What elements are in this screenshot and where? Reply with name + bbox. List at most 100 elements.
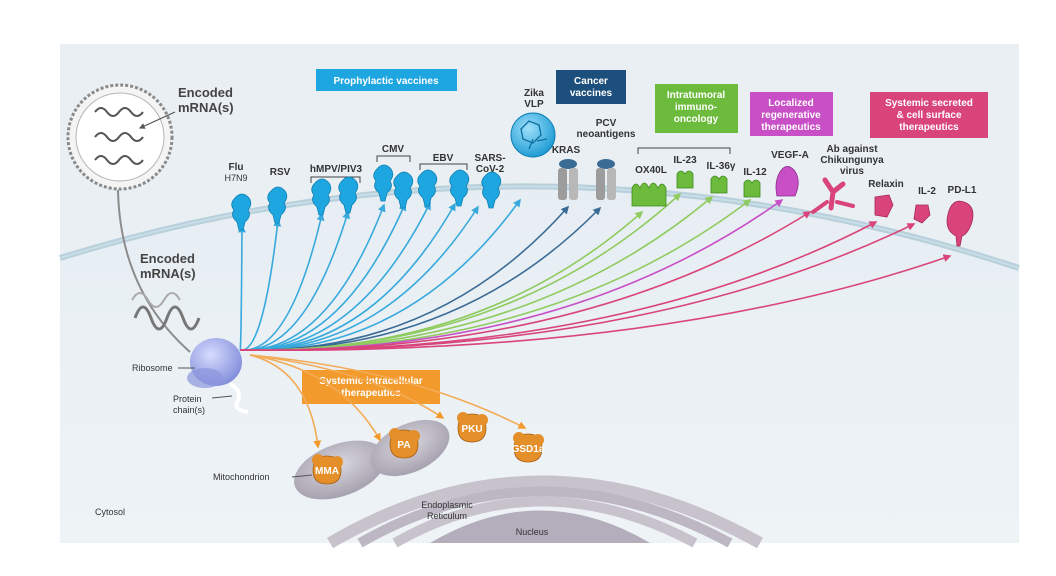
lnp-virus-particle (66, 83, 174, 191)
protein-ab-against-chikungunya-virus (811, 177, 855, 214)
arrow-il-2 (239, 223, 916, 351)
enzyme-label-mma: MMA (315, 466, 339, 477)
cmv-protein-1 (373, 164, 394, 202)
arrow-gsd1a (249, 354, 527, 429)
protein-label-flu: Flu (229, 162, 244, 173)
bracket-immuno (637, 147, 731, 154)
enzyme-pku (457, 412, 488, 443)
arrow-mma (249, 354, 322, 449)
protein-il-36 (710, 175, 728, 194)
protein-label-vegf-a: VEGF-A (771, 150, 809, 161)
bracket-hmpv: hMPV/PIV3 (310, 164, 363, 183)
protein-ox40l (631, 182, 667, 207)
bracket-ebv-label: EBV (433, 153, 454, 164)
protein-rsv (267, 186, 288, 224)
arrow-pa (249, 354, 381, 442)
virus-pointer (138, 111, 176, 129)
protein-il-12 (743, 179, 761, 198)
protein-pd-l1 (946, 200, 974, 247)
category-immuno-box (655, 84, 738, 133)
ribosome (187, 338, 242, 388)
cmv-protein-2 (393, 171, 414, 209)
hmpv-protein-2 (338, 176, 359, 214)
enzyme-label-gsd1a: GSD1a (512, 444, 545, 455)
protein-relaxin (874, 194, 894, 218)
intracellular-targets: MMA PA PKU GSD1a (249, 354, 545, 485)
protein-label-il-36: IL-36γ (707, 161, 736, 172)
cytosol-label: Cytosol (95, 507, 125, 517)
mrna-entry-path (117, 189, 191, 353)
protein-pcv-neoantigens (596, 159, 616, 200)
protein-sars-cov-2 (481, 171, 502, 209)
bracket-cmv-label: CMV (382, 144, 405, 155)
protein-vegf-a (775, 166, 799, 197)
enzyme-pa (389, 428, 420, 459)
arrow-pd-l1 (239, 254, 952, 352)
protein-label-sars-cov-2: SARS-CoV-2 (474, 153, 505, 175)
enzyme-label-pku: PKU (461, 424, 482, 435)
protein-kras (558, 159, 578, 200)
protein-il-2 (913, 204, 931, 224)
mitochondrion-label: Mitochondrion (213, 472, 270, 482)
protein-flu (231, 193, 252, 231)
nucleus-label: Nucleus (516, 527, 549, 537)
protein-label-il-2: IL-2 (918, 186, 936, 197)
endoplasmic-reticulum (326, 475, 763, 549)
protein-label-pd-l1: PD-L1 (948, 185, 977, 196)
bracket-cmv: CMV (376, 144, 411, 162)
mrna-strand-2 (131, 292, 181, 308)
protein-chain (229, 382, 249, 414)
bracket-hmpv-label: hMPV/PIV3 (310, 164, 363, 175)
protein-label-rsv: RSV (270, 167, 291, 178)
protein-label-ox40l: OX40L (635, 165, 667, 176)
nucleus (430, 510, 650, 543)
ribosome-label: Ribosome (132, 363, 173, 373)
translation-arrows (237, 192, 952, 352)
category-cancer-box (556, 70, 626, 104)
category-prophylactic: Prophylactic vaccines (316, 69, 457, 91)
category-intracellular-box (302, 370, 440, 404)
enzyme-gsd1a (513, 432, 544, 463)
bracket-ebv: EBV (419, 153, 468, 170)
category-prophylactic-box (316, 69, 457, 91)
arrow-pku (249, 354, 445, 419)
protein-label-relaxin: Relaxin (868, 179, 904, 190)
protein-label-il-23: IL-23 (673, 155, 697, 166)
protein-sublabel-flu: H7N9 (224, 173, 247, 183)
mitochondrion-pointer (291, 474, 313, 478)
protein-pointer (211, 395, 233, 399)
protein-label-kras: KRAS (552, 145, 581, 156)
enzyme-label-pa: PA (397, 440, 410, 451)
ebv-protein-2 (449, 169, 470, 207)
mrna-strand (133, 305, 201, 331)
protein-zika-vlp (510, 112, 556, 158)
protein-il-23 (676, 170, 694, 189)
protein-label-il-12: IL-12 (743, 167, 767, 178)
ebv-protein-1 (417, 169, 438, 207)
cell-membrane (59, 183, 1020, 271)
hmpv-protein-1 (311, 178, 332, 216)
enzyme-mma (312, 454, 343, 485)
category-regen-box (750, 92, 833, 136)
category-prophylactic-text: Prophylactic vaccines (333, 76, 438, 87)
category-systemic-secreted-box (870, 92, 988, 138)
